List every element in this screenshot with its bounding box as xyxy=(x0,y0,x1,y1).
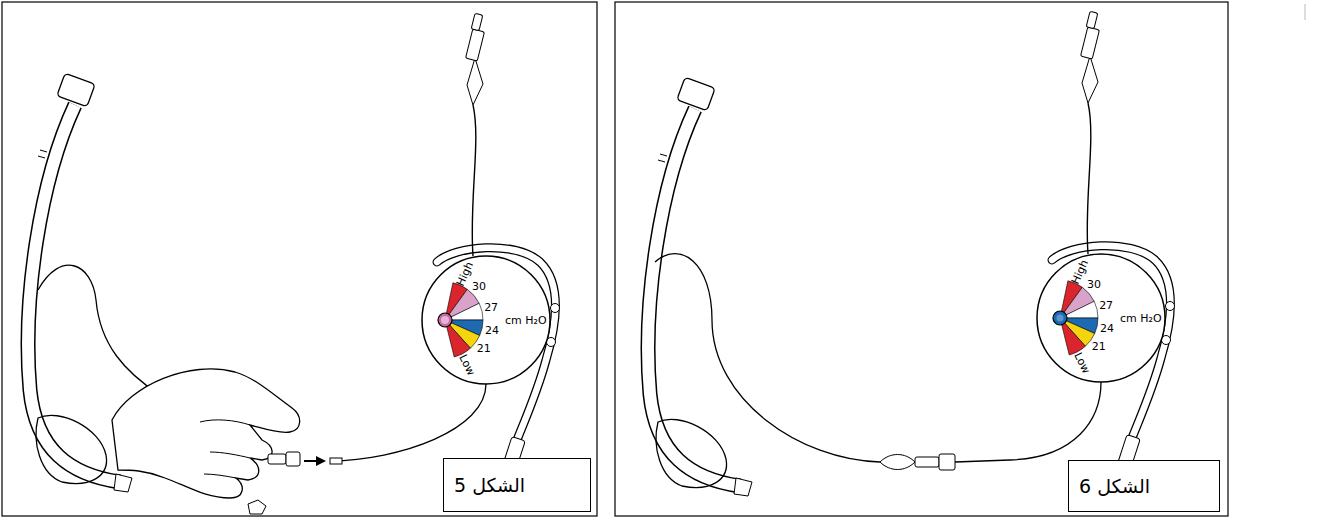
panel-frame xyxy=(615,2,1228,516)
scale-number: 24 xyxy=(485,324,499,335)
panel-frame xyxy=(2,2,597,516)
figure-caption-box: الشكل 6 xyxy=(1068,460,1220,512)
tube-figure xyxy=(28,13,559,514)
figure-caption: الشكل 5 xyxy=(444,474,535,496)
scale-number: 24 xyxy=(1100,322,1114,333)
scale-number: 27 xyxy=(1099,299,1113,310)
unit-label: cm H₂O xyxy=(1120,313,1162,324)
margin-mark xyxy=(1305,4,1306,20)
scale-number: 27 xyxy=(484,301,498,312)
scale-number: 21 xyxy=(477,343,491,354)
scale-end-label: Low xyxy=(1072,351,1091,375)
scale-end-label: Low xyxy=(457,353,476,377)
figure-caption-box: الشكل 5 xyxy=(443,458,591,512)
scale-number: 21 xyxy=(1092,341,1106,352)
unit-label: cm H₂O xyxy=(505,315,547,326)
scale-number: 30 xyxy=(472,281,486,292)
figure-caption: الشكل 6 xyxy=(1069,475,1160,497)
tube-figure xyxy=(648,11,1174,496)
scale-number: 30 xyxy=(1087,279,1101,290)
